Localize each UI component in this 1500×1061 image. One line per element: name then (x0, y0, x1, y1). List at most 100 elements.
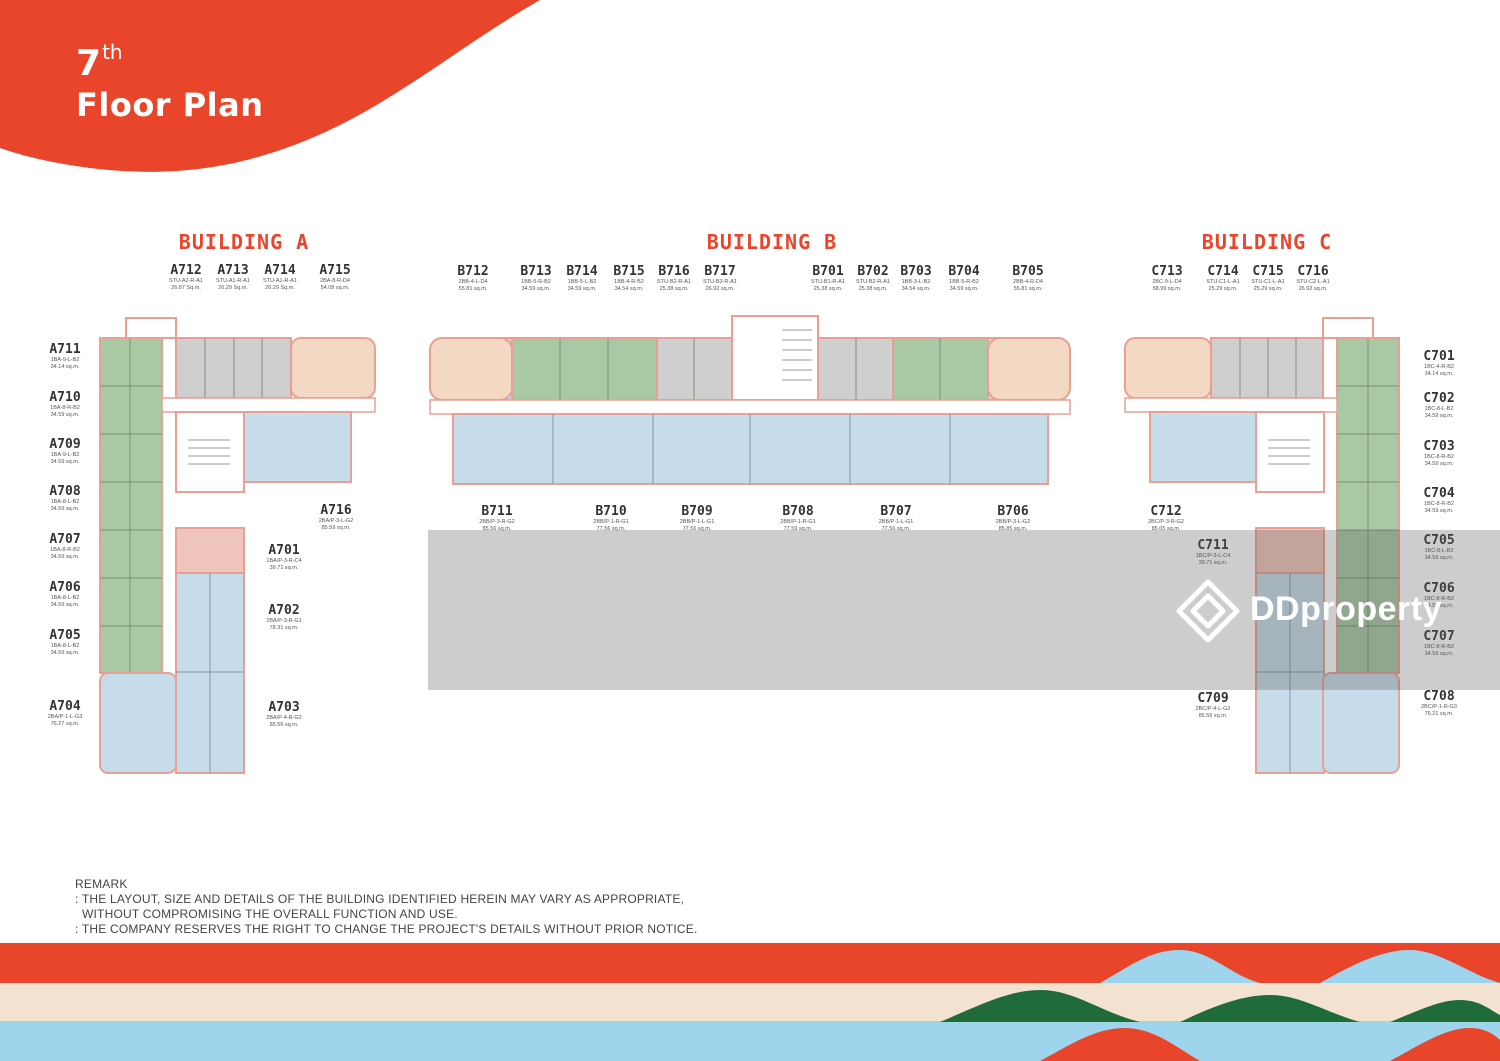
wave-red-2 (1390, 1028, 1500, 1061)
remark-line-2: WITHOUT COMPROMISING THE OVERALL FUNCTIO… (82, 907, 458, 921)
unit-number: C704 (1423, 486, 1455, 501)
building-c-plan (1124, 317, 1400, 774)
unit-type-code: 2BB/P-1-R-G1 (780, 519, 816, 525)
unit-type-code: 1BC-8-R-B2 (1424, 644, 1454, 650)
unit-area: 85.56 sq.m. (1198, 713, 1228, 719)
remark-block: REMARK : THE LAYOUT, SIZE AND DETAILS OF… (75, 877, 697, 937)
unit-area: 39.71 sq.m. (269, 565, 299, 571)
unit-type-code: 2BA/P-3-R-G1 (266, 618, 302, 624)
unit-area: 26.87 Sq.m. (171, 285, 201, 291)
unit-area: 34.59 sq.m. (50, 650, 80, 656)
unit-area: 54.08 sq.m. (320, 285, 350, 291)
page-title: Floor Plan (76, 86, 264, 124)
header-wave (0, 0, 540, 172)
unit-number: C715 (1252, 264, 1284, 279)
unit-type-code: 2BC/P-4-L-G2 (1195, 706, 1231, 712)
unit-area: 26.29 Sq.m. (218, 285, 248, 291)
unit-number: B716 (658, 264, 690, 279)
unit-type-code: 2BA/P-3-L-G2 (318, 518, 354, 524)
unit-number: B702 (857, 264, 889, 279)
bottom-band-red (0, 943, 1500, 983)
unit-number: C711 (1197, 538, 1229, 553)
unit-number: B712 (457, 264, 489, 279)
floor-number: 7th (76, 40, 123, 84)
unit-number: C712 (1150, 504, 1182, 519)
unit-type-code: 1BC-8-R-B2 (1424, 501, 1454, 507)
unit-area: 58.99 sq.m. (1152, 286, 1182, 292)
unit-area: 34.59 sq.m. (1424, 651, 1454, 657)
unit-type-code: 2BB/P-3-L-G2 (995, 519, 1031, 525)
unit-number: B701 (812, 264, 844, 279)
unit-number: A702 (268, 603, 300, 618)
unit-number: A715 (319, 263, 351, 278)
unit-area: 34.59 sq.m. (50, 506, 80, 512)
unit-area: 34.59 sq.m. (949, 286, 979, 292)
unit-number: B715 (613, 264, 645, 279)
unit-type-code: STU-B2-R-A1 (856, 279, 890, 285)
unit-type-code: STU-C1-L-A1 (1206, 279, 1240, 285)
wave-blue-2 (1320, 950, 1500, 983)
unit-type-code: STU-A1-R-A1 (216, 278, 250, 284)
unit-area: 34.59 sq.m. (1424, 508, 1454, 514)
unit-area: 25.38 sq.m. (813, 286, 843, 292)
unit-area: 34.59 sq.m. (1424, 461, 1454, 467)
unit-type-code: 1BA/P-3-R-C4 (266, 558, 302, 564)
unit-number: A706 (49, 580, 81, 595)
unit-area: 34.59 sq.m. (50, 459, 80, 465)
unit-type-code: 1BC-8-L-B2 (1424, 548, 1454, 554)
unit-number: A714 (264, 263, 296, 278)
unit-area: 34.54 sq.m. (614, 286, 644, 292)
unit-area: 25.29 sq.m. (1253, 286, 1283, 292)
unit-type-code: STU-A1-R-A1 (263, 278, 297, 284)
unit-number: B710 (595, 504, 627, 519)
unit-type-code: 2BB/P-1-L-G1 (878, 519, 914, 525)
bottom-band-blue (0, 1021, 1500, 1061)
unit-type-code: 1BB-5-R-B2 (949, 279, 979, 285)
unit-type-code: 1BB-5-L-B2 (567, 279, 597, 285)
unit-number: A703 (268, 700, 300, 715)
unit-type-code: 1BA-8-L-B2 (50, 499, 80, 505)
unit-type-code: 2BB/P-1-L-G1 (679, 519, 715, 525)
unit-area: 34.54 sq.m. (901, 286, 931, 292)
unit-area: 25.29 sq.m. (1208, 286, 1238, 292)
wave-green-2 (1180, 995, 1360, 1022)
unit-area: 78.31 sq.m. (269, 625, 299, 631)
unit-area: 34.59 sq.m. (50, 554, 80, 560)
unit-number: C707 (1423, 629, 1455, 644)
unit-area: 34.59 sq.m. (1424, 555, 1454, 561)
unit-number: A709 (49, 437, 81, 452)
remark-line-1: : THE LAYOUT, SIZE AND DETAILS OF THE BU… (75, 892, 685, 906)
unit-type-code: 1BC-8-R-B2 (1424, 596, 1454, 602)
unit-type-code: STU-B1-R-A1 (811, 279, 845, 285)
unit-type-code: STU-A2-R-A1 (169, 278, 203, 284)
unit-area: 85.05 sq.m. (1151, 526, 1181, 532)
floor-ordinal-suffix: th (102, 40, 123, 64)
unit-type-code: 2BB-4-R-D4 (1013, 279, 1043, 285)
unit-number: B709 (681, 504, 713, 519)
unit-number: C701 (1423, 349, 1455, 364)
unit-number: A701 (268, 543, 300, 558)
